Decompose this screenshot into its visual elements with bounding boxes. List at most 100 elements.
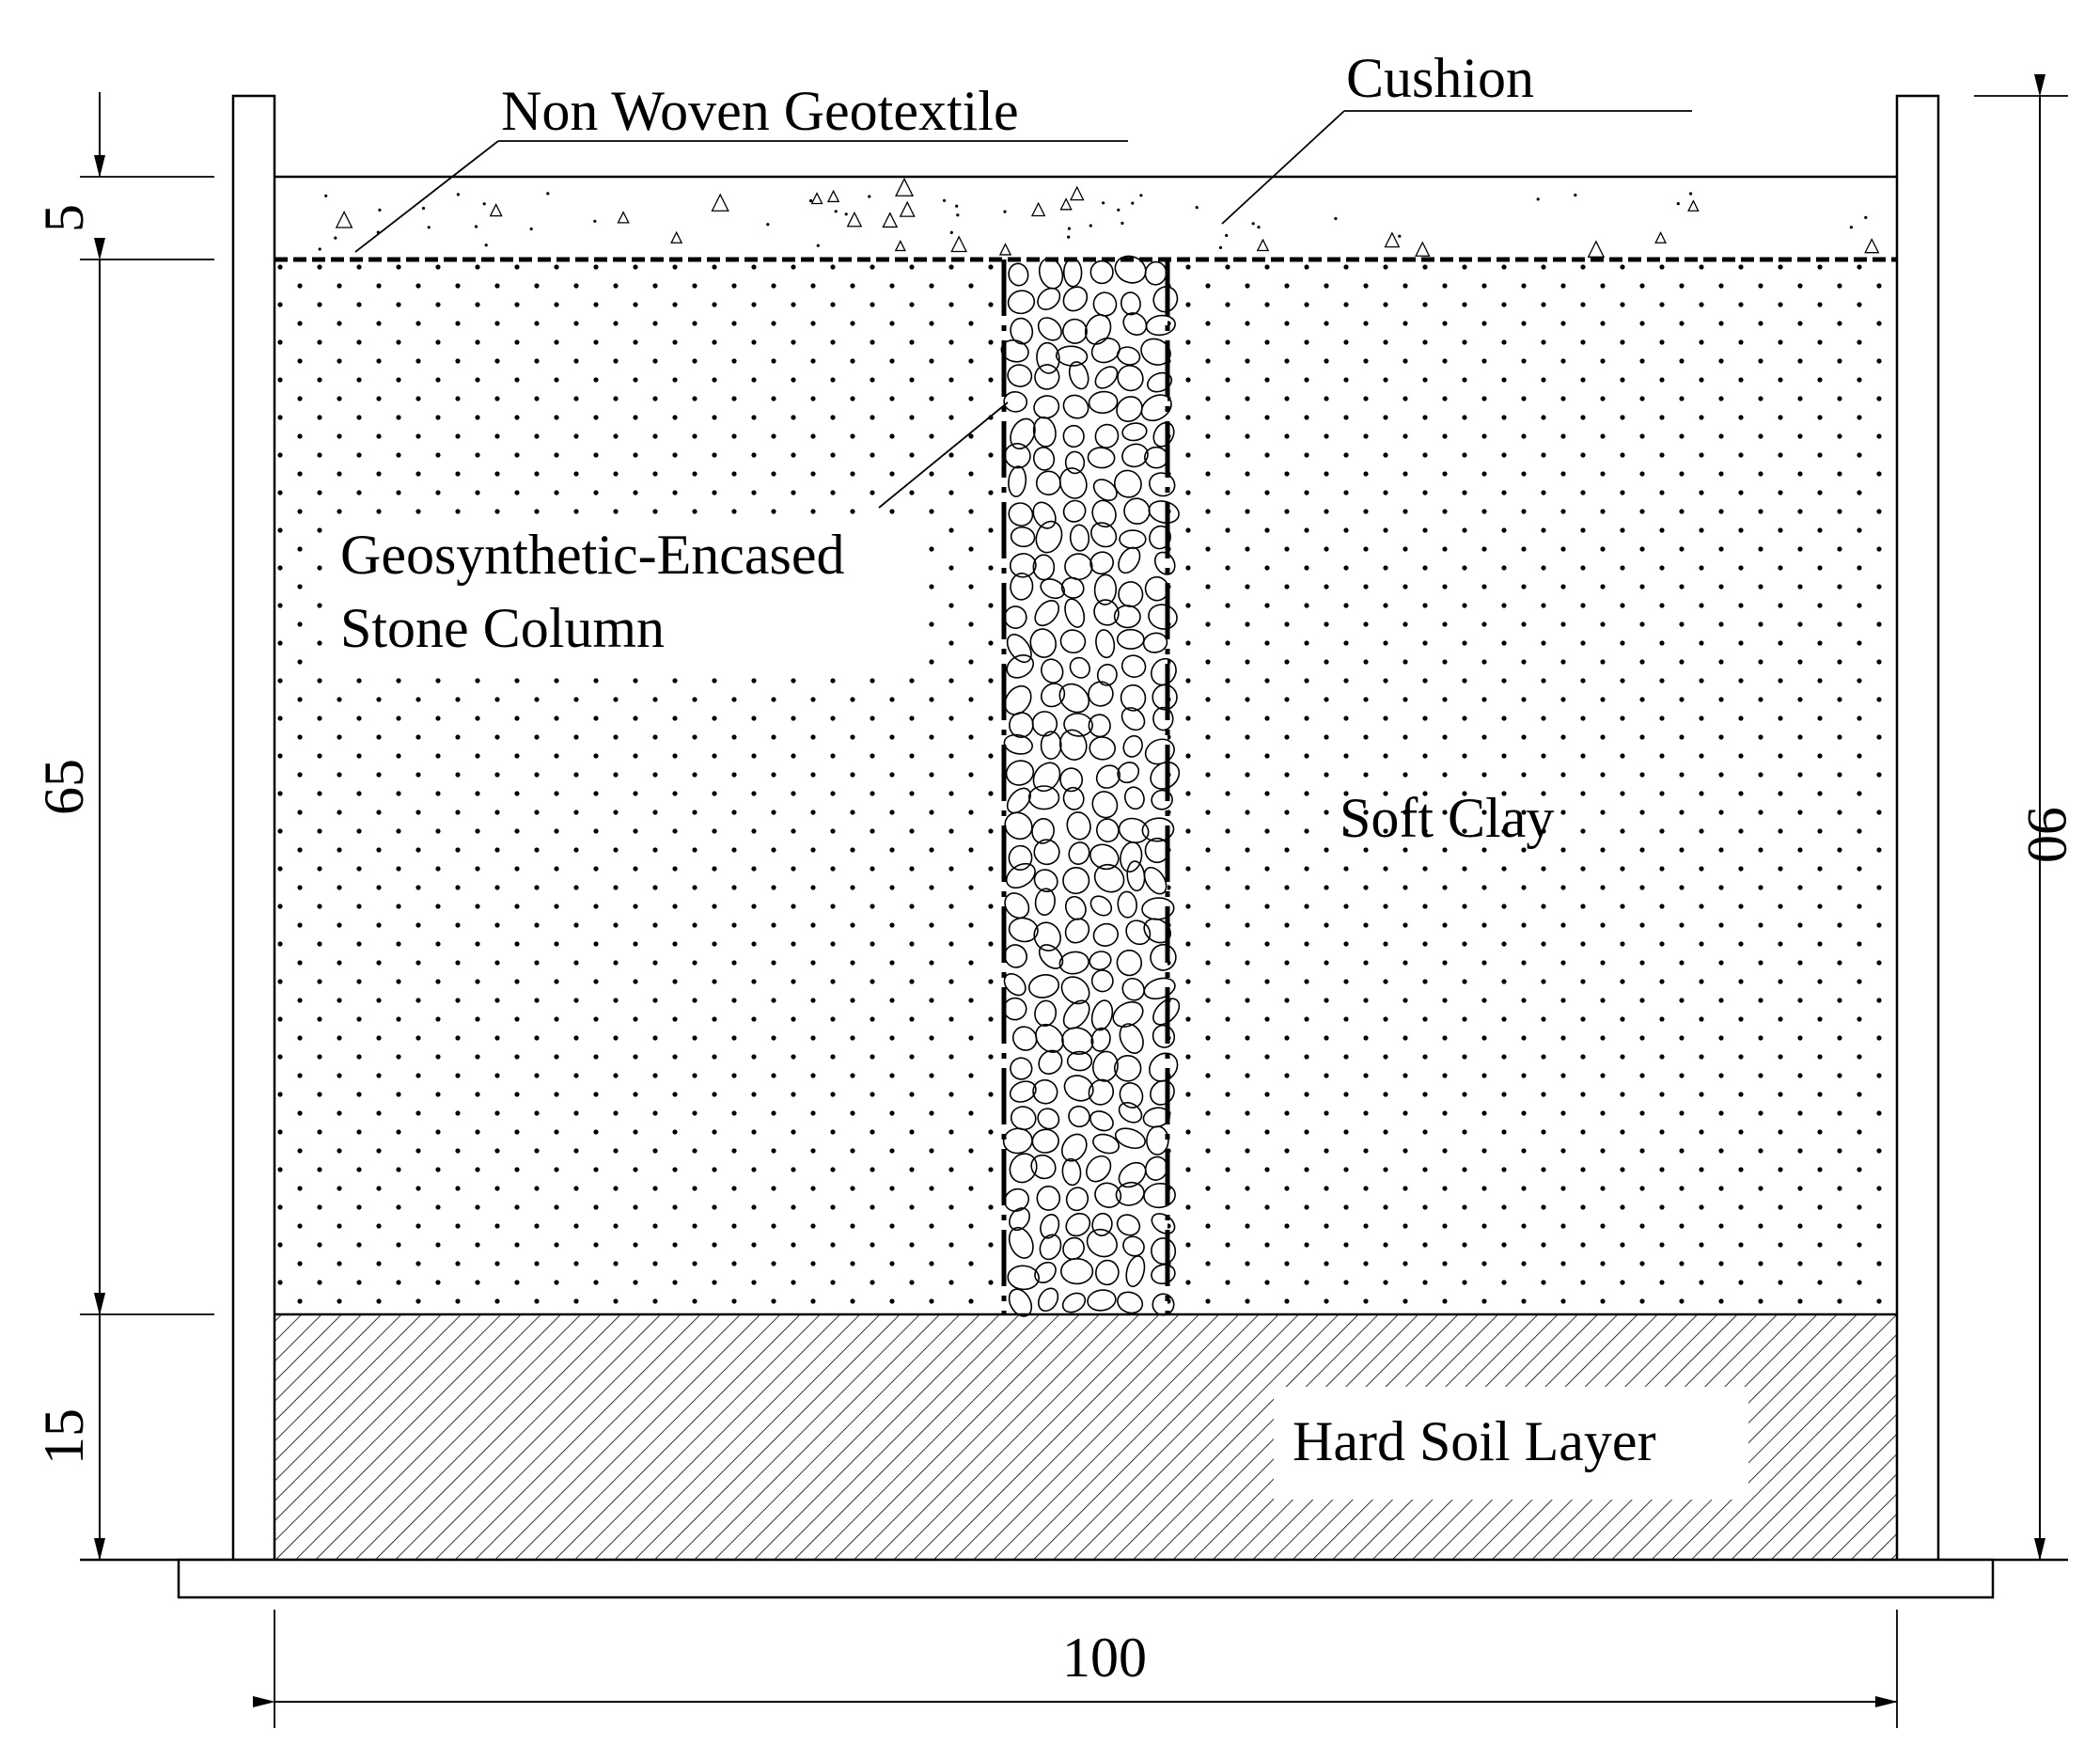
stone [1037, 287, 1061, 310]
stone [1033, 869, 1058, 892]
stone [1146, 1125, 1169, 1155]
cushion-thickness-value: 5 [33, 204, 95, 232]
stone [1069, 524, 1090, 552]
stone [1143, 977, 1176, 1000]
tank-width-value: 100 [1062, 1627, 1147, 1689]
stone [1118, 1161, 1147, 1188]
stone [1117, 1291, 1144, 1314]
cushion-aggregate [1089, 224, 1092, 228]
stone [1088, 1078, 1115, 1106]
stone [1004, 684, 1032, 715]
stone [1059, 629, 1087, 654]
stone [1040, 731, 1062, 760]
stone [1066, 811, 1091, 841]
stone [1032, 554, 1056, 581]
cushion-aggregate [1257, 226, 1261, 229]
cushion-aggregate [895, 177, 915, 197]
cushion-aggregate [1131, 201, 1135, 205]
cushion-aggregate [882, 212, 899, 228]
stone [1031, 818, 1055, 844]
stone [1064, 918, 1090, 944]
stone [1009, 1080, 1037, 1103]
hard-soil-label-background [1274, 1387, 1748, 1500]
cushion-aggregate [546, 192, 550, 196]
stone [1035, 1023, 1064, 1053]
stone [1011, 1026, 1038, 1051]
cushion-aggregate [844, 212, 848, 216]
stone [1063, 1075, 1094, 1102]
stone [1089, 551, 1115, 575]
cushion-aggregate [1536, 197, 1540, 201]
stone [1032, 762, 1061, 793]
stone [1062, 786, 1085, 810]
stone [1142, 632, 1168, 653]
stone [1006, 654, 1035, 679]
column-label-background [327, 515, 929, 666]
stone [1120, 841, 1143, 872]
stone [1058, 683, 1090, 714]
stone [1010, 526, 1036, 548]
stone [1062, 318, 1088, 344]
cushion-aggregate [1069, 185, 1085, 201]
cushion-aggregate [810, 192, 823, 205]
stone [1005, 760, 1035, 786]
cushion-aggregate [1117, 208, 1121, 212]
stone [1117, 762, 1140, 784]
soft-clay-label: Soft Clay [1340, 787, 1554, 849]
cushion-aggregate [489, 203, 503, 217]
stone [1090, 969, 1114, 993]
cushion-aggregate [1225, 233, 1229, 238]
cushion-aggregate [942, 198, 947, 202]
stone [1010, 417, 1036, 450]
cushion-layer [274, 177, 1897, 259]
stone [1069, 656, 1090, 679]
cushion-aggregate [1676, 202, 1680, 206]
stone [1064, 450, 1086, 475]
stone [1089, 1110, 1114, 1132]
stone [1124, 786, 1145, 810]
stone [1062, 866, 1090, 895]
stone [1093, 863, 1125, 893]
stone [1152, 1024, 1176, 1048]
stone [1068, 1105, 1090, 1128]
stone [1090, 1027, 1111, 1052]
stone [1060, 576, 1085, 599]
stone [1092, 1133, 1121, 1155]
cushion-aggregate [899, 200, 916, 217]
stone [1004, 892, 1030, 920]
cushion-aggregate [808, 198, 813, 203]
stone [1006, 787, 1031, 814]
cushion-aggregate [1574, 193, 1577, 197]
stone [1032, 447, 1056, 471]
hard-soil-label: Hard Soil Layer [1293, 1410, 1656, 1472]
cushion-aggregate [482, 202, 486, 206]
stone [1006, 634, 1032, 664]
stone [1061, 1292, 1087, 1313]
stone [1005, 862, 1036, 889]
stone [1036, 1186, 1061, 1211]
stone [1034, 888, 1056, 916]
stone [1064, 598, 1086, 628]
total-height-value: 90 [2016, 807, 2078, 863]
stone [1062, 424, 1085, 448]
cushion-aggregate [318, 247, 321, 251]
stone [1090, 338, 1121, 364]
stone [1065, 1187, 1089, 1212]
stone [1091, 1212, 1113, 1236]
stone [1009, 553, 1037, 578]
cushion-aggregate [1067, 235, 1071, 239]
stone [1143, 1183, 1176, 1209]
stone [1120, 291, 1141, 316]
stone [1116, 346, 1141, 366]
stone [1121, 707, 1146, 731]
left-wall [231, 94, 276, 1562]
clay-thickness-value: 65 [33, 759, 95, 815]
stone [1153, 551, 1176, 575]
stone [1032, 417, 1057, 448]
cushion-aggregate [816, 244, 820, 247]
stone-column-label-line2: Stone Column [340, 597, 665, 659]
stone [1091, 791, 1119, 819]
stone [1062, 394, 1089, 419]
cushion-aggregate [456, 193, 460, 197]
cushion-aggregate [949, 230, 953, 234]
